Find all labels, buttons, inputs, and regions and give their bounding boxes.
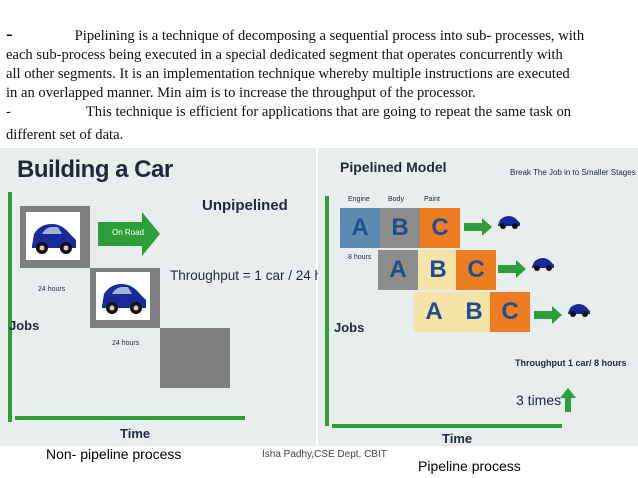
para1-line2: each sub-process being executed in a spe… (6, 47, 563, 63)
throughput-label: Throughput 1 car/ 8 hours (515, 358, 627, 368)
car-icon (530, 254, 556, 277)
break-job-label: Break The Job in to Smaller Stages (510, 168, 636, 177)
time-label: Time (442, 431, 473, 446)
bullet-dash: - (6, 104, 11, 120)
times-label: 3 times (516, 392, 562, 408)
time-label: Time (120, 426, 151, 441)
pipelined-title: Pipelined Model (340, 159, 447, 175)
arrow-icon (498, 260, 526, 283)
stage-a-cell: A (378, 250, 418, 290)
stage-b-cell: B (418, 250, 458, 290)
time-axis (332, 424, 562, 428)
para2-line2: different set of data. (6, 127, 124, 143)
on-road-arrow (98, 212, 160, 256)
stage-b-cell: B (454, 292, 494, 332)
hours-label: 8 hours (348, 254, 372, 261)
unpipelined-label: Unpipelined (202, 197, 288, 214)
paragraph-1: - Pipelining is a technique of decomposin… (6, 23, 632, 103)
building-car-title: Building a Car (17, 156, 173, 183)
para1-line1: - Pipelining is a technique of decomposin… (6, 23, 632, 46)
stage-c-cell: C (456, 250, 496, 290)
car-icon (566, 300, 592, 323)
stage-label-body: Body (388, 196, 404, 203)
time-axis (15, 416, 245, 420)
jobs-axis (8, 192, 12, 422)
pipeline-caption: Pipeline process (418, 458, 521, 474)
arrow-icon (464, 218, 492, 241)
stage-label-paint: Paint (424, 196, 440, 203)
car-icon (96, 272, 150, 320)
para1-line4: in an overlapped manner. Min aim is to i… (6, 85, 476, 101)
on-road-label: On Road (112, 228, 145, 237)
non-pipeline-caption: Non- pipeline process (46, 446, 182, 462)
jobs-axis (325, 196, 329, 426)
car-icon (496, 212, 522, 235)
para2-line1-text: This technique is efficient for applicat… (85, 104, 572, 120)
car-icon (26, 212, 80, 260)
stage-c-cell: C (490, 292, 530, 332)
hours-label-2: 24 hours (112, 340, 140, 347)
para1-line3: all other segments. It is an implementat… (6, 66, 570, 82)
jobs-label: Jobs (9, 318, 40, 333)
author-caption: Isha Padhy,CSE Dept, CBIT (262, 449, 387, 460)
para1-line1-text: Pipelining is a technique of decomposing… (74, 28, 585, 44)
stage-a-cell: A (414, 292, 454, 332)
hours-label-1: 24 hours (38, 286, 66, 293)
stage-label-engine: Engine (348, 196, 370, 203)
job-box-3 (160, 328, 230, 388)
stage-b-cell: B (380, 208, 420, 248)
throughput-label: Throughput = 1 car / 24 hours (170, 268, 349, 283)
paragraph-2: - This technique is efficient for applica… (6, 103, 632, 145)
stage-c-cell: C (420, 208, 460, 248)
stage-a-cell: A (340, 208, 380, 248)
para2-line1: - This technique is efficient for applica… (6, 103, 632, 122)
jobs-label: Jobs (334, 320, 365, 335)
up-arrow-icon (560, 388, 576, 417)
arrow-icon (534, 306, 562, 329)
bullet-dash: - (6, 23, 13, 45)
